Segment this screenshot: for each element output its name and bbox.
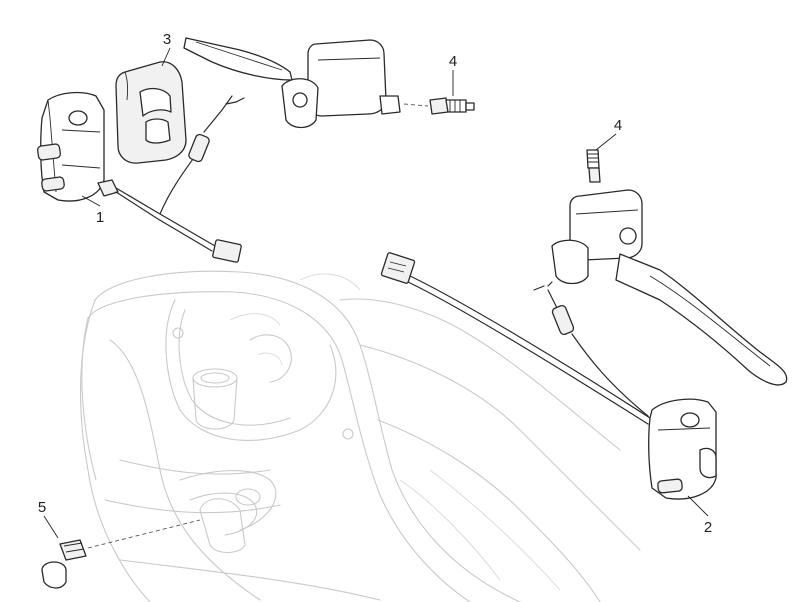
leader-1 bbox=[81, 195, 101, 207]
part-2-right-switch-housing bbox=[380, 252, 717, 500]
callout-4-upper: 4 bbox=[449, 53, 457, 70]
callout-2: 2 bbox=[704, 519, 712, 536]
part-3-rubber-cover bbox=[115, 61, 187, 164]
right-master-cylinder bbox=[551, 189, 788, 386]
leader-4-right bbox=[595, 133, 617, 151]
leader-2 bbox=[687, 495, 709, 517]
upper-master-cylinder bbox=[183, 37, 429, 129]
part-1-left-switch-housing bbox=[37, 91, 245, 263]
leader-5 bbox=[43, 515, 59, 539]
part-5-push-button bbox=[41, 519, 201, 589]
leader-lines bbox=[43, 47, 709, 539]
part-4-brake-switch-upper bbox=[429, 97, 475, 115]
callout-1: 1 bbox=[96, 209, 104, 226]
callout-5: 5 bbox=[38, 499, 46, 516]
leader-3 bbox=[161, 47, 171, 67]
callout-labels: 1 2 3 4 4 5 bbox=[38, 31, 712, 536]
callout-4-right: 4 bbox=[614, 117, 622, 134]
handlebar-cover-ghost bbox=[80, 270, 641, 602]
callout-3: 3 bbox=[163, 31, 171, 48]
part-4-brake-switch-right bbox=[586, 149, 601, 183]
